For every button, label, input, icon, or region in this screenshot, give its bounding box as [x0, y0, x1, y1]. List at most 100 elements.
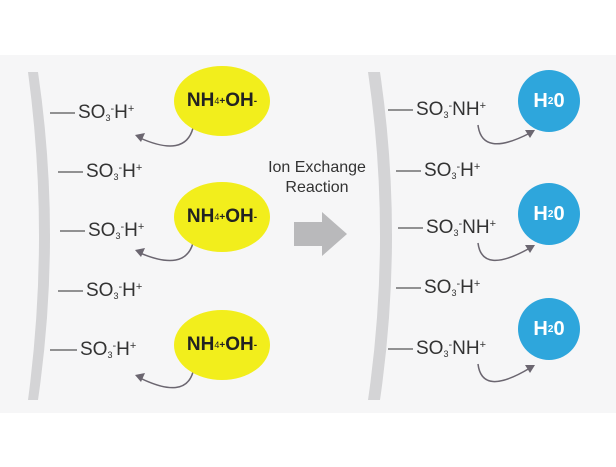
base: SO [80, 339, 108, 360]
formula-b-sup: - [253, 211, 258, 223]
cation-charge: + [135, 281, 143, 293]
formula-a-sup: + [219, 211, 226, 223]
charge: - [120, 221, 125, 233]
formula-b-sup: - [253, 339, 258, 351]
sulfonate-group-label: SO3-NH+ [416, 99, 486, 121]
reaction-line2: Reaction [285, 179, 349, 196]
formula-a-sub: 4 [214, 212, 220, 222]
formula-a-sup: + [219, 339, 226, 351]
right-exchange-arrows [477, 124, 531, 383]
sulfonate-group-label: SO3-H+ [78, 102, 134, 124]
formula-b: 0 [553, 89, 565, 112]
right-bond-lines [388, 109, 423, 350]
base: SO [424, 160, 452, 181]
cation: NH [452, 99, 480, 120]
cation: H [124, 220, 138, 241]
subscript: 3 [113, 172, 119, 182]
left-exchange-arrows [139, 127, 194, 389]
formula-a: NH [186, 90, 215, 111]
left-bond-lines [50, 112, 85, 351]
reaction-label: Ion Exchange Reaction [252, 158, 382, 198]
charge: - [448, 100, 453, 112]
left-resin-bracket [28, 72, 50, 400]
cation-charge: + [129, 340, 137, 352]
formula-a: NH [186, 206, 215, 227]
subscript: 3 [115, 231, 121, 241]
reaction-line1: Ion Exchange [268, 159, 366, 176]
cation-charge: + [479, 100, 487, 112]
subscript: 3 [453, 228, 459, 238]
formula-b: OH [225, 90, 254, 111]
base: SO [424, 277, 452, 298]
charge: - [456, 278, 461, 290]
charge: - [112, 340, 117, 352]
subscript: 3 [105, 113, 111, 123]
formula-a-sub: 4 [214, 96, 220, 106]
formula-a: NH [186, 334, 215, 355]
cation-charge: + [489, 218, 497, 230]
base: SO [416, 338, 444, 359]
cation: H [122, 280, 136, 301]
formula-a-sup: + [219, 95, 226, 107]
base: SO [88, 220, 116, 241]
charge: - [118, 281, 123, 293]
formula-a: H [533, 89, 548, 112]
cation-charge: + [137, 221, 145, 233]
formula-b: 0 [553, 202, 565, 225]
sulfonate-group-label: SO3-H+ [88, 220, 144, 242]
sulfonate-group-label: SO3-H+ [80, 339, 136, 361]
cation: H [114, 102, 128, 123]
subscript: 3 [451, 288, 457, 298]
cation-charge: + [127, 103, 135, 115]
charge: - [458, 218, 463, 230]
formula-a-sub: 2 [547, 95, 554, 107]
cation-charge: + [473, 161, 481, 173]
formula-a: H [533, 202, 548, 225]
cation-charge: + [479, 339, 487, 351]
charge: - [448, 339, 453, 351]
cation: H [116, 339, 130, 360]
cation: H [122, 161, 136, 182]
cation-charge: + [473, 278, 481, 290]
formula-a-sub: 4 [214, 340, 220, 350]
formula-a: H [533, 317, 548, 340]
cation: H [460, 160, 474, 181]
cation: NH [452, 338, 480, 359]
charge: - [118, 162, 123, 174]
formula-b: 0 [553, 317, 565, 340]
subscript: 3 [107, 350, 113, 360]
cation: H [460, 277, 474, 298]
sulfonate-group-label: SO3-H+ [424, 277, 480, 299]
right-arrowheads [525, 130, 535, 373]
cation: NH [462, 217, 490, 238]
sulfonate-group-label: SO3-H+ [86, 161, 142, 183]
formula-b: OH [225, 334, 254, 355]
formula-b-sup: - [253, 95, 258, 107]
subscript: 3 [113, 291, 119, 301]
sulfonate-group-label: SO3-H+ [86, 280, 142, 302]
charge: - [110, 103, 115, 115]
formula-a-sub: 2 [547, 208, 554, 220]
formula-a-sub: 2 [547, 323, 554, 335]
subscript: 3 [443, 349, 449, 359]
subscript: 3 [443, 110, 449, 120]
subscript: 3 [451, 171, 457, 181]
base: SO [426, 217, 454, 238]
sulfonate-group-label: SO3-H+ [424, 160, 480, 182]
reaction-arrow-icon [294, 212, 347, 256]
cation-charge: + [135, 162, 143, 174]
base: SO [86, 161, 114, 182]
base: SO [416, 99, 444, 120]
base: SO [86, 280, 114, 301]
left-arrowheads [135, 133, 145, 382]
formula-b: OH [225, 206, 254, 227]
right-resin-bracket [368, 72, 392, 400]
base: SO [78, 102, 106, 123]
